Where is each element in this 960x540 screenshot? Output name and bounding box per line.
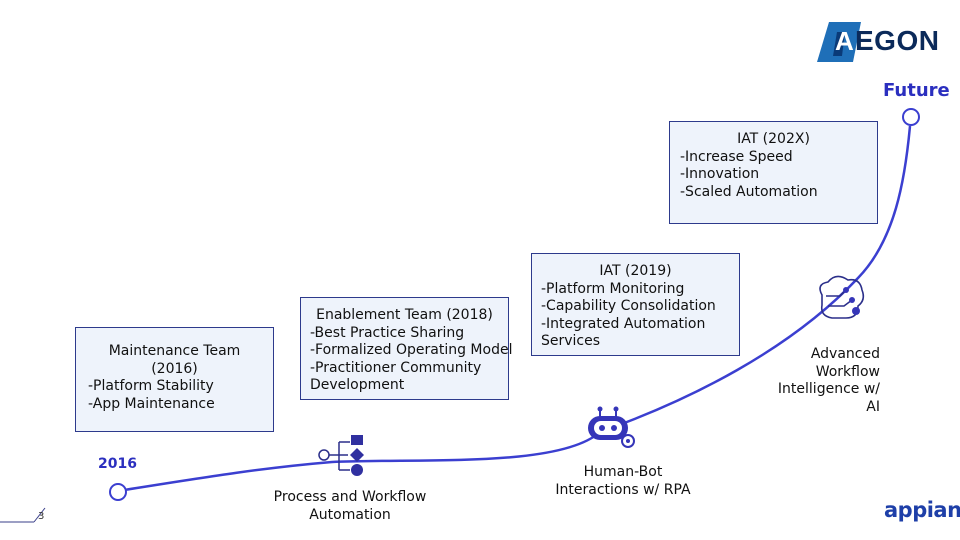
caption-line: Workflow bbox=[815, 363, 880, 380]
iat-2019-box: IAT (2019) -Platform Monitoring -Capabil… bbox=[531, 253, 740, 356]
box-line: -Capability Consolidation bbox=[541, 298, 716, 314]
caption-line: Intelligence w/ bbox=[777, 381, 880, 397]
robot-icon bbox=[588, 406, 635, 448]
circuit-brain-icon bbox=[819, 275, 865, 319]
box-line: -Innovation bbox=[680, 166, 760, 182]
box-line: -Platform Stability bbox=[88, 378, 214, 394]
workflow-icon bbox=[318, 435, 364, 476]
milestone-rpa-caption: Human-Bot Interactions w/ RPA bbox=[548, 464, 698, 499]
maintenance-team-box: Maintenance Team (2016) -Platform Stabil… bbox=[75, 327, 274, 432]
future-label: Future bbox=[883, 80, 950, 101]
box-title: IAT (202X) bbox=[737, 131, 810, 147]
box-line: Development bbox=[310, 377, 405, 393]
box-title: IAT (2019) bbox=[599, 263, 672, 279]
aegon-logo-text: EGON bbox=[855, 25, 940, 56]
milestone-ai-caption: Advanced Workflow Intelligence w/ AI bbox=[770, 346, 880, 416]
box-title: Maintenance Team (2016) bbox=[108, 343, 241, 377]
box-line: -Practitioner Community bbox=[310, 359, 482, 376]
milestone-workflow-caption: Process and Workflow Automation bbox=[270, 489, 430, 524]
caption-line: AI bbox=[866, 398, 880, 415]
aegon-logo-mark bbox=[817, 22, 861, 62]
caption-line: Automation bbox=[309, 506, 391, 523]
box-line: -Best Practice Sharing bbox=[310, 324, 465, 341]
box-title: Enablement Team (2018) bbox=[316, 307, 493, 323]
caption-line: Human-Bot bbox=[583, 464, 663, 480]
box-line: -Formalized Operating Model bbox=[310, 342, 513, 358]
box-line: -Increase Speed bbox=[680, 148, 793, 165]
box-line: -App Maintenance bbox=[88, 395, 215, 412]
box-line: Services bbox=[541, 333, 601, 349]
caption-line: Advanced bbox=[810, 346, 880, 362]
caption-line: Interactions w/ RPA bbox=[555, 481, 691, 498]
box-line: -Integrated Automation bbox=[541, 315, 706, 332]
box-line: -Platform Monitoring bbox=[541, 280, 685, 297]
enablement-team-box: Enablement Team (2018) -Best Practice Sh… bbox=[300, 297, 513, 400]
aegon-logo-letter: A bbox=[835, 26, 854, 56]
iat-202x-box: IAT (202X) -Increase Speed -Innovation -… bbox=[669, 121, 878, 224]
appian-logo: appian bbox=[884, 498, 960, 522]
aegon-logo: A EGON bbox=[815, 20, 939, 64]
start-year-label: 2016 bbox=[98, 456, 137, 472]
start-node bbox=[109, 483, 127, 501]
page-number: 3 bbox=[38, 511, 45, 522]
box-line: -Scaled Automation bbox=[680, 183, 818, 200]
end-node bbox=[902, 108, 920, 126]
caption-line: Process and Workflow bbox=[273, 489, 427, 505]
